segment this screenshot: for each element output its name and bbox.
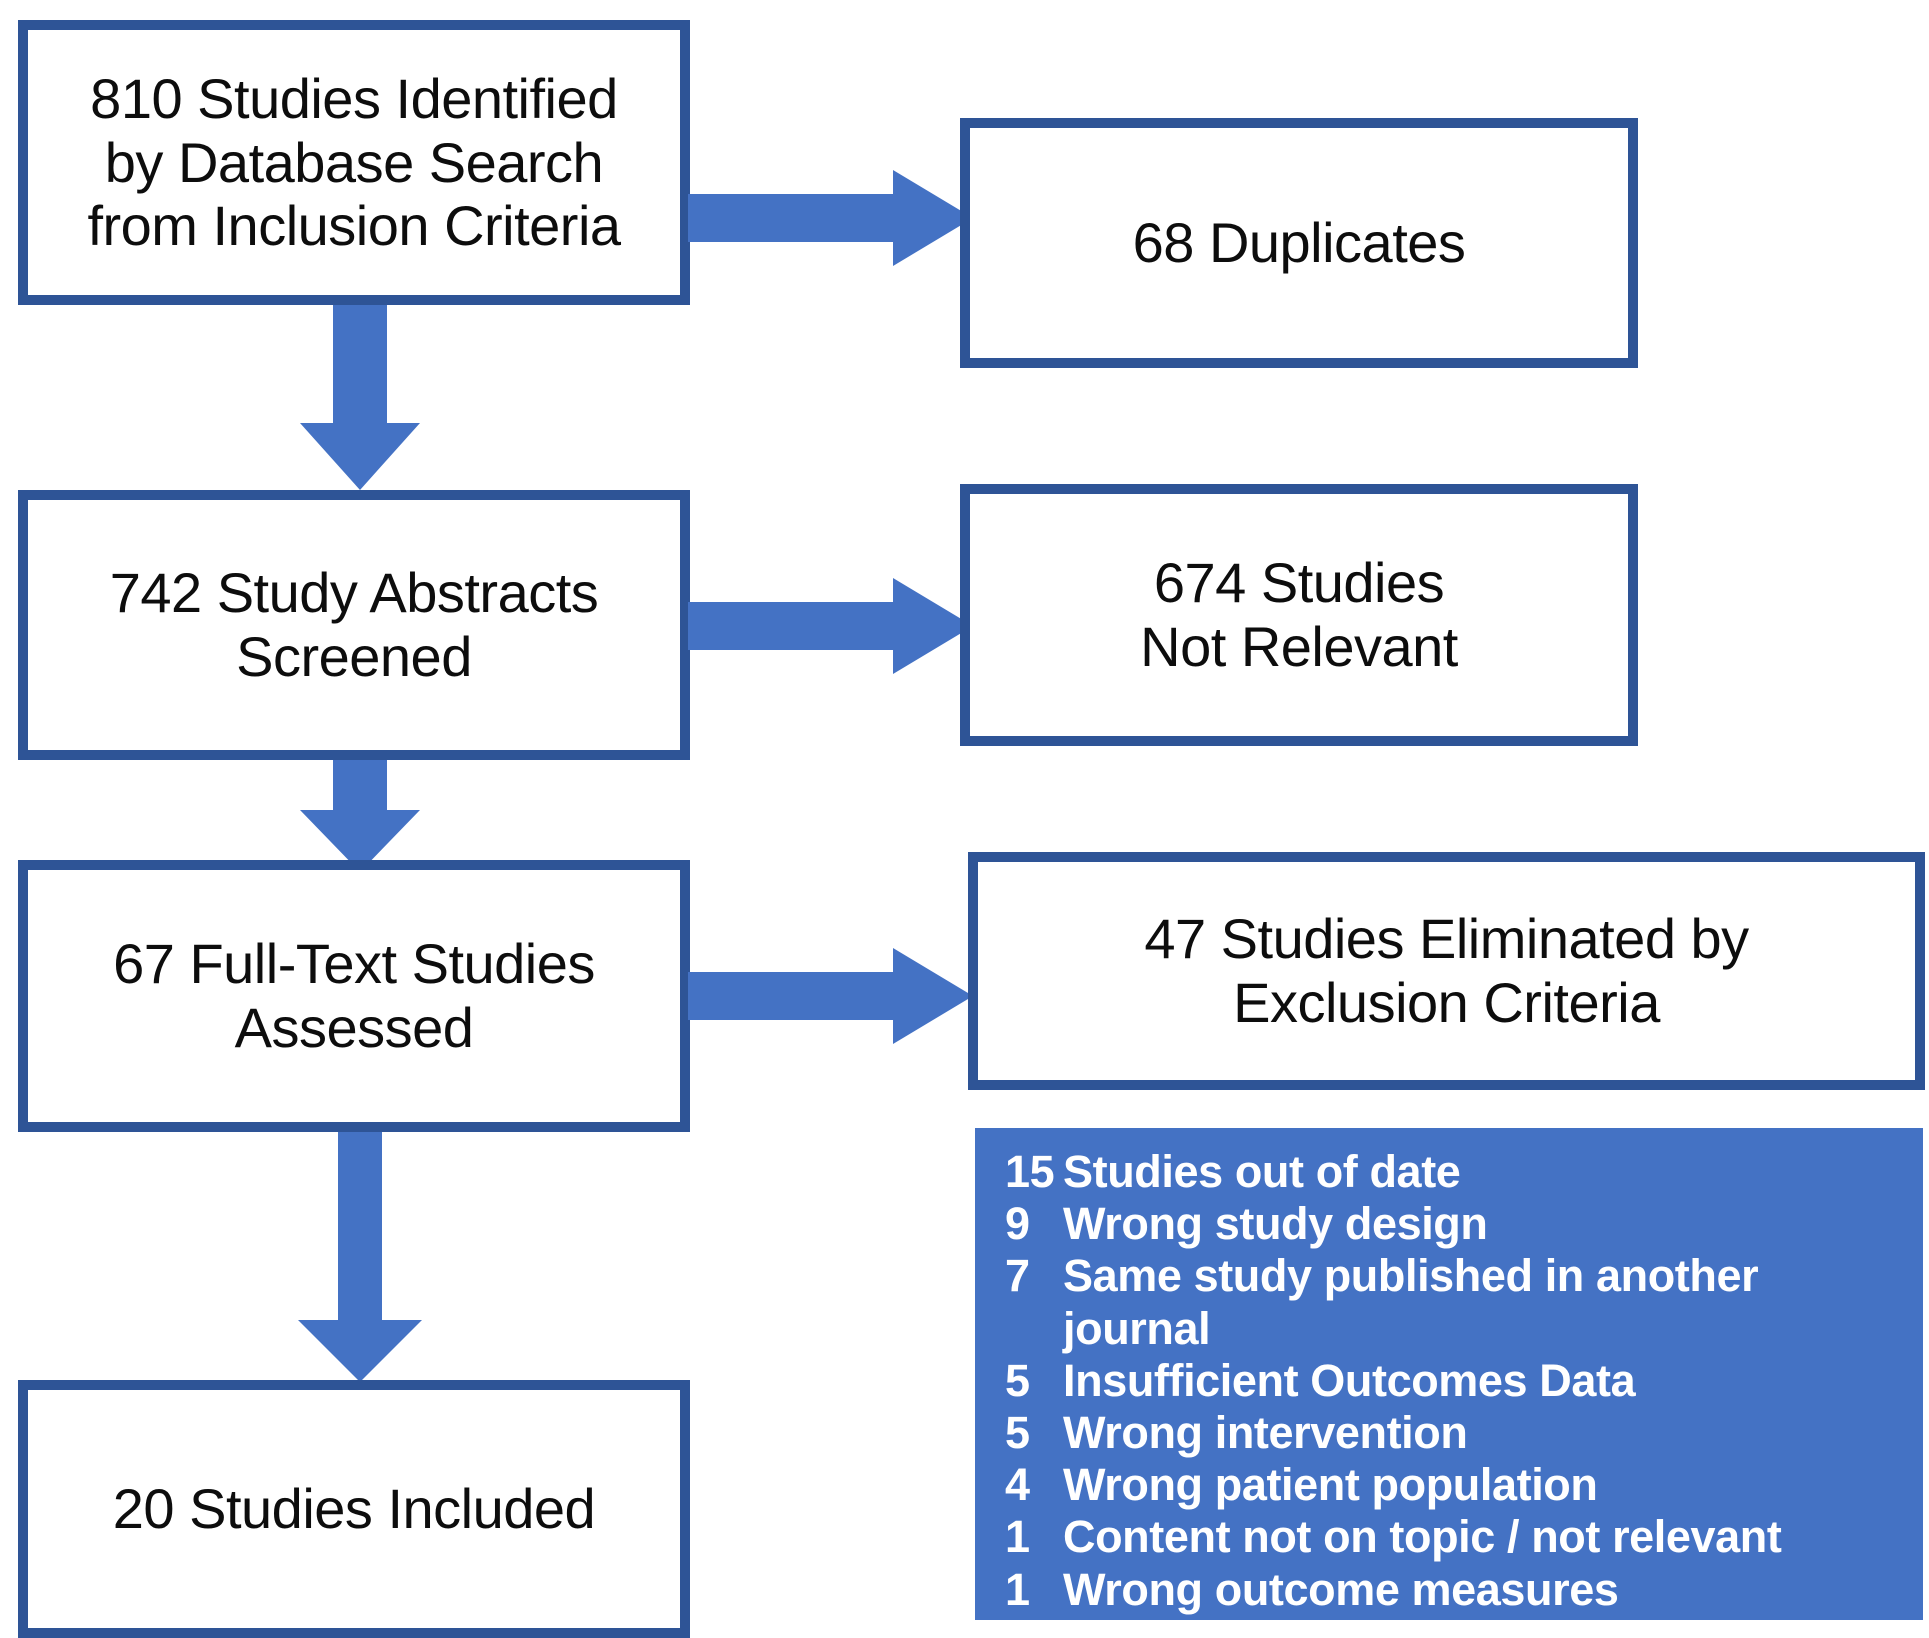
arrow-screened-to-full-text bbox=[300, 760, 420, 872]
exclusion-reason-count: 5 bbox=[1005, 1406, 1030, 1458]
node-abstracts-screened-label: 742 Study Abstracts Screened bbox=[109, 561, 599, 688]
exclusion-reason-label: Wrong study design bbox=[1063, 1198, 1488, 1250]
exclusion-reason-row: 15 Studies out of date bbox=[1005, 1146, 1897, 1198]
exclusion-reason-count: 1 bbox=[1005, 1511, 1030, 1563]
node-duplicates-label: 68 Duplicates bbox=[1132, 211, 1466, 275]
exclusion-reason-row: 7 Same study published in another journa… bbox=[1005, 1250, 1897, 1354]
exclusion-reason-count: 15 bbox=[1005, 1146, 1055, 1197]
arrow-identified-to-screened bbox=[300, 305, 420, 490]
arrow-identified-to-duplicates bbox=[688, 170, 973, 266]
exclusion-reason-label: Insufficient Outcomes Data bbox=[1063, 1354, 1636, 1406]
node-studies-included: 20 Studies Included bbox=[18, 1380, 690, 1638]
node-abstracts-screened: 742 Study Abstracts Screened bbox=[18, 490, 690, 760]
exclusion-reason-label: Wrong intervention bbox=[1063, 1406, 1468, 1458]
arrow-screened-to-not-relevant bbox=[688, 578, 973, 674]
node-full-text-assessed-label: 67 Full-Text Studies Assessed bbox=[113, 932, 595, 1059]
exclusion-reason-label: Studies out of date bbox=[1063, 1146, 1461, 1197]
node-studies-not-relevant: 674 Studies Not Relevant bbox=[960, 484, 1638, 746]
node-full-text-assessed: 67 Full-Text Studies Assessed bbox=[18, 860, 690, 1132]
node-studies-included-label: 20 Studies Included bbox=[112, 1477, 596, 1541]
exclusion-reason-row: 9 Wrong study design bbox=[1005, 1198, 1897, 1250]
arrow-full-text-to-included bbox=[298, 1132, 422, 1382]
exclusion-reason-row: 4 Wrong patient population bbox=[1005, 1459, 1897, 1511]
node-duplicates: 68 Duplicates bbox=[960, 118, 1638, 368]
exclusion-reasons-panel: 15 Studies out of date 9 Wrong study des… bbox=[975, 1128, 1923, 1620]
node-studies-identified-label: 810 Studies Identified by Database Searc… bbox=[87, 66, 621, 258]
exclusion-reason-label: Content not on topic / not relevant bbox=[1063, 1511, 1782, 1563]
exclusion-reason-count: 5 bbox=[1005, 1354, 1030, 1406]
arrow-full-text-to-eliminated bbox=[688, 948, 973, 1044]
exclusion-reason-count: 1 bbox=[1005, 1563, 1030, 1615]
exclusion-reason-label: Same study published in another journal bbox=[1063, 1250, 1759, 1354]
exclusion-reason-row: 5 Wrong intervention bbox=[1005, 1407, 1897, 1459]
exclusion-reason-count: 4 bbox=[1005, 1459, 1030, 1511]
exclusion-reason-count: 9 bbox=[1005, 1198, 1030, 1250]
exclusion-reason-row: 1 Content not on topic / not relevant bbox=[1005, 1511, 1897, 1563]
exclusion-reason-row: 1 Wrong outcome measures bbox=[1005, 1564, 1897, 1616]
exclusion-reason-count: 7 bbox=[1005, 1250, 1030, 1302]
node-studies-identified: 810 Studies Identified by Database Searc… bbox=[18, 20, 690, 305]
exclusion-reason-row: 5 Insufficient Outcomes Data bbox=[1005, 1355, 1897, 1407]
node-studies-eliminated-label: 47 Studies Eliminated by Exclusion Crite… bbox=[1144, 907, 1749, 1034]
node-studies-eliminated: 47 Studies Eliminated by Exclusion Crite… bbox=[968, 852, 1925, 1090]
node-studies-not-relevant-label: 674 Studies Not Relevant bbox=[1140, 551, 1458, 678]
exclusion-reason-label: Wrong outcome measures bbox=[1063, 1563, 1619, 1615]
exclusion-reason-label: Wrong patient population bbox=[1063, 1459, 1598, 1511]
